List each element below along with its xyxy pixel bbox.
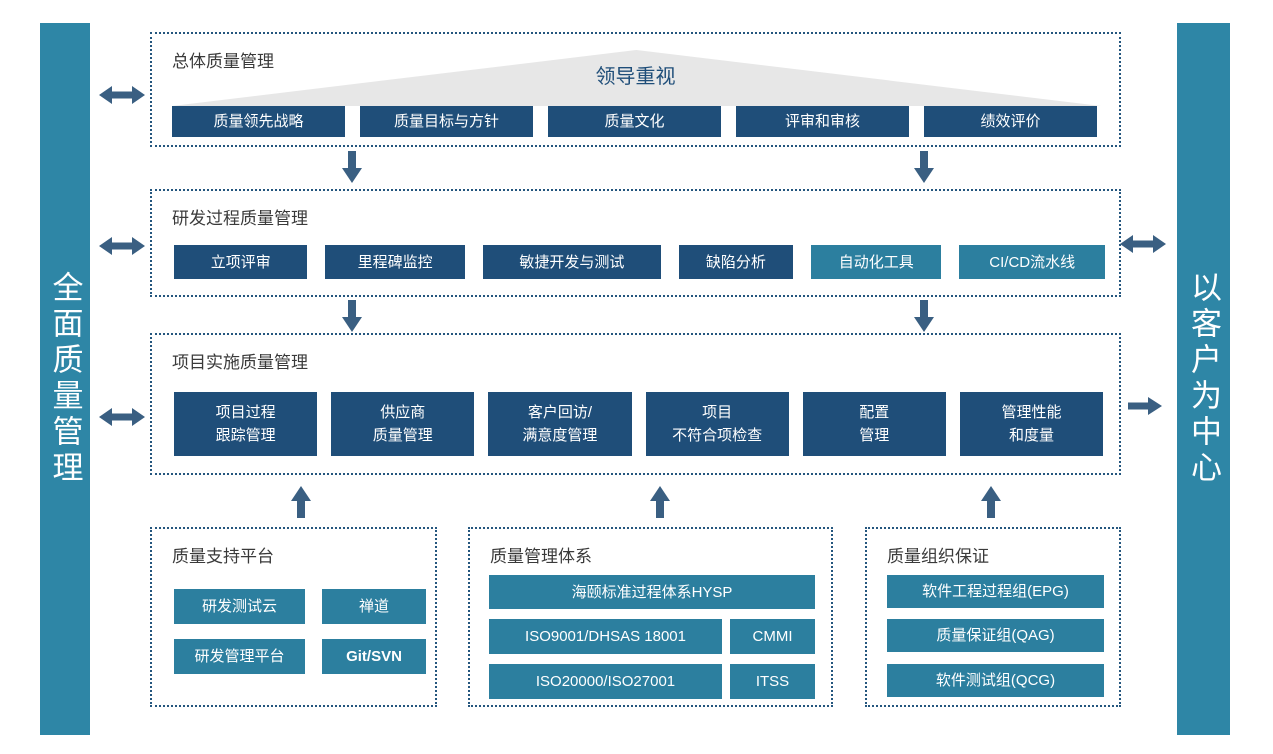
up-arrow-icon	[981, 486, 1001, 518]
chip-rd-mgmt-platform: 研发管理平台	[174, 639, 305, 674]
chip-zentao: 禅道	[322, 589, 426, 624]
chip-automation-tools: 自动化工具	[811, 245, 942, 279]
down-arrow-icon	[914, 151, 934, 183]
chip-project-approval-review: 立项评审	[174, 245, 308, 279]
chip-nonconformance-check: 项目 不符合项检查	[645, 392, 789, 456]
double-arrow-icon	[99, 235, 145, 257]
double-arrow-icon	[99, 84, 145, 106]
chip-configuration-mgmt: 配置 管理	[802, 392, 946, 456]
right-arrow-icon	[1128, 397, 1162, 415]
chip-agile-dev-test: 敏捷开发与测试	[482, 245, 661, 279]
chip-qag: 质量保证组(QAG)	[887, 619, 1104, 652]
system-row-3: ISO20000/ISO27001 ITSS	[489, 664, 815, 699]
leadership-label: 领导重视	[595, 66, 676, 88]
impl-chip-row: 项目过程 跟踪管理 供应商 质量管理 客户回访/ 满意度管理 项目 不符合项检查…	[174, 392, 1104, 456]
support-chip-grid: 研发测试云 禅道 研发管理平台 Git/SVN	[174, 589, 426, 674]
system-row-2: ISO9001/DHSAS 18001 CMMI	[489, 619, 815, 654]
panel-org-title: 质量组织保证	[887, 547, 989, 566]
chip-review-audit: 评审和审核	[736, 106, 909, 137]
banner-total-quality: 全面质量管理	[40, 23, 90, 735]
panel-overall-quality: 总体质量管理 领导重视 质量领先战略 质量目标与方针 质量文化 评审和审核 绩效…	[150, 32, 1121, 147]
panel-quality-org-guarantee: 质量组织保证 软件工程过程组(EPG) 质量保证组(QAG) 软件测试组(QCG…	[865, 527, 1121, 707]
chip-qcg: 软件测试组(QCG)	[887, 664, 1104, 697]
chip-performance-eval: 绩效评价	[924, 106, 1097, 137]
panel-rd-process-quality: 研发过程质量管理 立项评审 里程碑监控 敏捷开发与测试 缺陷分析 自动化工具 C…	[150, 189, 1121, 297]
chip-hysp: 海颐标准过程体系HYSP	[489, 575, 815, 609]
chip-rd-test-cloud: 研发测试云	[174, 589, 305, 624]
chip-quality-strategy: 质量领先战略	[172, 106, 345, 137]
panel-impl-quality: 项目实施质量管理 项目过程 跟踪管理 供应商 质量管理 客户回访/ 满意度管理 …	[150, 333, 1121, 475]
panel-impl-title: 项目实施质量管理	[172, 353, 308, 372]
down-arrow-icon	[342, 300, 362, 332]
chip-milestone-monitoring: 里程碑监控	[325, 245, 465, 279]
rd-chip-row: 立项评审 里程碑监控 敏捷开发与测试 缺陷分析 自动化工具 CI/CD流水线	[174, 245, 1105, 279]
double-arrow-icon	[99, 406, 145, 428]
chip-iso9001: ISO9001/DHSAS 18001	[489, 619, 722, 654]
chip-defect-analysis: 缺陷分析	[678, 245, 794, 279]
up-arrow-icon	[291, 486, 311, 518]
chip-customer-satisfaction: 客户回访/ 满意度管理	[488, 392, 632, 456]
chip-cicd-pipeline: CI/CD流水线	[959, 245, 1105, 279]
chip-cmmi: CMMI	[730, 619, 815, 654]
chip-epg: 软件工程过程组(EPG)	[887, 575, 1104, 608]
down-arrow-icon	[914, 300, 934, 332]
panel-rd-title: 研发过程质量管理	[172, 209, 308, 228]
chip-git-svn: Git/SVN	[322, 639, 426, 674]
chip-project-tracking: 项目过程 跟踪管理	[174, 392, 318, 456]
chip-supplier-quality: 供应商 质量管理	[331, 392, 475, 456]
banner-customer-centric: 以客户为中心	[1177, 23, 1230, 735]
down-arrow-icon	[342, 151, 362, 183]
panel-system-title: 质量管理体系	[490, 547, 592, 566]
double-arrow-icon	[1120, 233, 1166, 255]
chip-quality-culture: 质量文化	[548, 106, 721, 137]
panel-support-title: 质量支持平台	[172, 547, 274, 566]
panel-quality-mgmt-system: 质量管理体系 海颐标准过程体系HYSP ISO9001/DHSAS 18001 …	[468, 527, 833, 707]
chip-mgmt-performance-metrics: 管理性能 和度量	[959, 392, 1104, 456]
panel-quality-support-platform: 质量支持平台 研发测试云 禅道 研发管理平台 Git/SVN	[150, 527, 437, 707]
up-arrow-icon	[650, 486, 670, 518]
chip-iso20000: ISO20000/ISO27001	[489, 664, 722, 699]
overall-chip-row: 质量领先战略 质量目标与方针 质量文化 评审和审核 绩效评价	[172, 106, 1097, 137]
chip-quality-goals: 质量目标与方针	[360, 106, 533, 137]
chip-itss: ITSS	[730, 664, 815, 699]
panel-overall-title: 总体质量管理	[172, 52, 274, 71]
